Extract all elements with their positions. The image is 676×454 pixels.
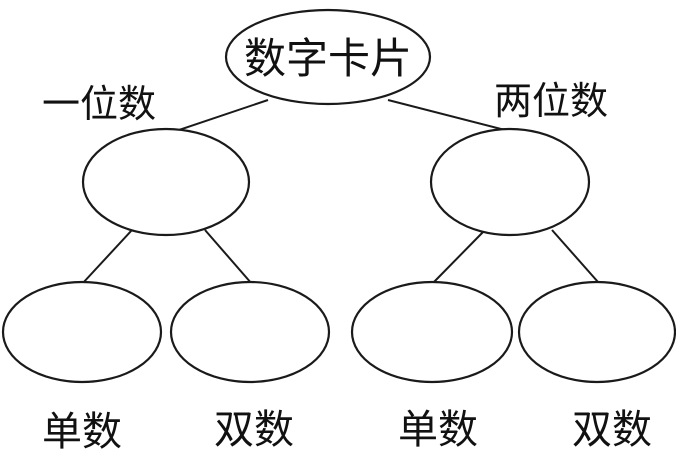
leaf-node-two-digit-odd xyxy=(350,280,514,384)
leaf-node-two-digit-even xyxy=(517,280,676,384)
leaf-node-one-digit-odd xyxy=(1,280,163,384)
edge-root-to-one-digit xyxy=(172,99,269,133)
leaf-label-two-digit-even: 双数 xyxy=(572,407,652,453)
edge-two-digit-to-even xyxy=(551,229,599,283)
edge-two-digit-to-odd xyxy=(431,229,486,285)
edge-one-digit-to-even xyxy=(204,229,253,285)
leaf-label-one-digit-even: 双数 xyxy=(214,407,294,453)
leaf-node-one-digit-even xyxy=(169,280,331,384)
branch-node-one-digit xyxy=(81,127,251,237)
leaf-label-two-digit-odd: 单数 xyxy=(398,407,478,453)
edge-one-digit-to-odd xyxy=(81,229,133,285)
edge-root-to-two-digit xyxy=(387,99,506,131)
branch-label-two-digit: 两位数 xyxy=(494,79,608,123)
root-node xyxy=(224,8,432,106)
branch-node-two-digit xyxy=(429,127,591,237)
leaf-label-one-digit-odd: 单数 xyxy=(42,409,122,454)
root-label: 数字卡片 xyxy=(244,34,412,83)
branch-label-one-digit: 一位数 xyxy=(42,82,156,126)
